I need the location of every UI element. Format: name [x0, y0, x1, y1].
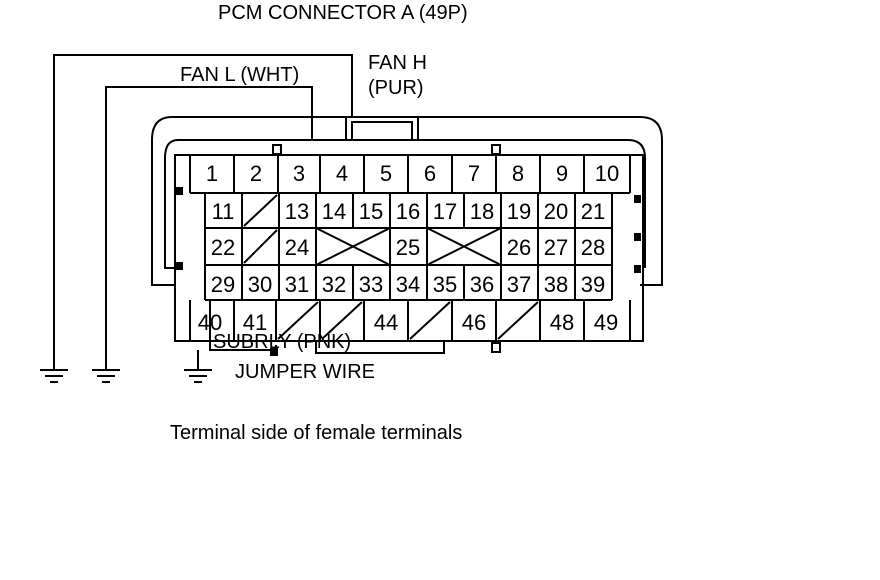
terminal-20: 20 [543, 199, 569, 224]
terminal-30: 30 [247, 272, 273, 297]
terminal-27: 27 [543, 235, 569, 260]
terminal-2: 2 [249, 161, 263, 186]
terminal-17: 17 [432, 199, 458, 224]
terminal-34: 34 [395, 272, 421, 297]
ground-symbol-1 [40, 369, 68, 383]
terminal-49: 49 [593, 310, 619, 335]
terminal-7: 7 [467, 161, 481, 186]
terminal-16: 16 [395, 199, 421, 224]
terminal-4: 4 [335, 161, 349, 186]
fan-l-label: FAN L (WHT) [180, 64, 300, 86]
terminal-28: 28 [580, 235, 606, 260]
jumper-wire [209, 300, 276, 351]
terminal-6: 6 [423, 161, 437, 186]
subrly-label: SUBRLY (PNK) [213, 331, 352, 353]
terminal-44: 44 [373, 310, 399, 335]
terminal-3: 3 [292, 161, 306, 186]
terminal-11: 11 [211, 199, 235, 224]
terminal-21: 21 [580, 199, 606, 224]
terminal-22: 22 [210, 235, 236, 260]
terminal-32: 32 [321, 272, 347, 297]
terminal-25: 25 [395, 235, 421, 260]
connector-housing [172, 116, 663, 286]
fan-h-label: FAN H [368, 52, 427, 74]
terminal-9: 9 [555, 161, 569, 186]
terminal-14: 14 [321, 199, 347, 224]
terminal-46: 46 [461, 310, 487, 335]
terminal-26: 26 [506, 235, 532, 260]
terminal-48: 48 [549, 310, 575, 335]
terminal-38: 38 [543, 272, 569, 297]
terminal-31: 31 [284, 272, 310, 297]
terminal-41: 41 [242, 310, 268, 335]
terminal-24: 24 [284, 235, 310, 260]
caption: Terminal side of female terminals [170, 422, 463, 444]
terminal-29: 29 [210, 272, 236, 297]
terminal-10: 10 [594, 161, 620, 186]
terminal-33: 33 [358, 272, 384, 297]
terminal-40: 40 [197, 310, 223, 335]
terminal-15: 15 [358, 199, 384, 224]
jumper-wire-label: JUMPER WIRE [235, 361, 375, 383]
ground-symbol-3 [184, 369, 212, 383]
fan-l-wire [105, 86, 313, 370]
terminal-5: 5 [379, 161, 393, 186]
terminal-1: 1 [205, 161, 219, 186]
ground-symbol-2 [92, 369, 120, 383]
terminal-36: 36 [469, 272, 495, 297]
terminal-18: 18 [469, 199, 495, 224]
fan-h-wire [53, 54, 353, 370]
connector-title: PCM CONNECTOR A (49P) [218, 2, 468, 24]
terminal-19: 19 [506, 199, 532, 224]
terminal-39: 39 [580, 272, 606, 297]
terminal-37: 37 [506, 272, 532, 297]
terminal-8: 8 [511, 161, 525, 186]
fan-h-color-label: (PUR) [368, 77, 424, 99]
terminal-35: 35 [432, 272, 458, 297]
terminal-13: 13 [284, 199, 310, 224]
